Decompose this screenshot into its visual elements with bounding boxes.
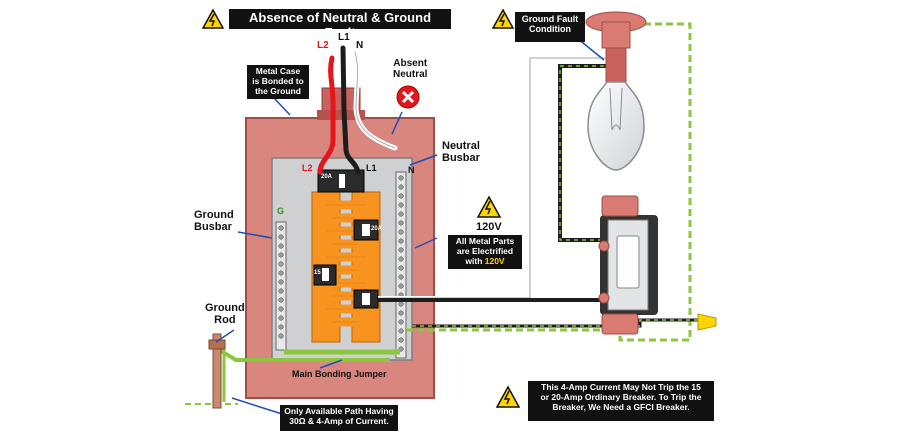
neutral-busbar-screws <box>398 175 404 352</box>
main-bonding-jumper-label: Main Bonding Jumper <box>292 369 387 379</box>
busbar-screw <box>398 175 404 181</box>
neutral-busbar-label: Neutral Busbar <box>442 140 480 165</box>
label-l2-panel: L2 <box>302 163 313 173</box>
busbar-screw <box>278 270 284 276</box>
diagram-title: Absence of Neutral & Ground Fault <box>229 9 451 40</box>
branch-breaker-left <box>313 264 337 286</box>
busbar-screw <box>398 337 404 343</box>
busbar-screw <box>278 225 284 231</box>
breaker-right-rating: 20A <box>371 226 383 232</box>
label-n-panel: N <box>408 165 415 175</box>
path-note: Only Available Path Having 30Ω & 4-Amp o… <box>280 405 398 431</box>
main-breaker <box>317 169 365 193</box>
label-l1-top: L1 <box>338 32 350 43</box>
busbar-screw <box>278 306 284 312</box>
busbar-screw <box>398 220 404 226</box>
wire-ground-panel <box>412 318 698 328</box>
absent-x-icon <box>396 85 420 109</box>
busbar-screw <box>398 283 404 289</box>
neutral-busbar <box>395 171 407 359</box>
ground-fault-label: Ground Fault Condition <box>515 12 585 42</box>
busbar-screw <box>278 288 284 294</box>
busbar-screw <box>278 252 284 258</box>
busbar-screw <box>398 328 404 334</box>
busbar-screw <box>278 333 284 339</box>
busbar-screw <box>398 310 404 316</box>
absent-neutral-label: Absent Neutral <box>393 58 428 80</box>
wire-l2 <box>317 55 336 175</box>
label-l1-panel: L1 <box>366 163 377 173</box>
busbar-screw <box>398 229 404 235</box>
busbar-screw <box>278 243 284 249</box>
busbar-screw <box>398 274 404 280</box>
branch-breaker-right <box>353 219 379 241</box>
voltage-label: 120V <box>476 221 502 233</box>
busbar-screw <box>278 279 284 285</box>
ground-busbar-label: Ground Busbar <box>194 209 234 234</box>
busbar-screw <box>278 234 284 240</box>
ground-busbar <box>275 221 287 351</box>
busbar-screw <box>398 211 404 217</box>
warning-icon <box>201 8 225 29</box>
busbar-screw <box>278 324 284 330</box>
label-l2-top: L2 <box>317 40 329 51</box>
breaker-main-rating: 20A <box>321 174 333 180</box>
busbar-screw <box>398 265 404 271</box>
busbar-screw <box>398 319 404 325</box>
warning-icon <box>476 195 502 218</box>
busbar-screw <box>398 184 404 190</box>
busbar-screw <box>398 256 404 262</box>
ground-rod-icon <box>208 333 226 409</box>
ground-rod-label: Ground Rod <box>205 302 245 327</box>
wire-ground-to-fixture <box>406 22 692 342</box>
busbar-screw <box>398 247 404 253</box>
label-g-panel: G <box>277 206 285 216</box>
busbar-screw <box>278 315 284 321</box>
metal-case-label: Metal Case is Bonded to the Ground <box>247 65 309 99</box>
label-n-top: N <box>356 40 364 51</box>
ground-busbar-screws <box>278 225 284 339</box>
wire-l1 <box>340 45 361 175</box>
busbar-screw <box>398 238 404 244</box>
wire-nut-icon <box>697 313 717 331</box>
light-bulb-icon <box>585 11 647 171</box>
busbar-screw <box>398 202 404 208</box>
busbar-screw <box>278 297 284 303</box>
busbar-screw <box>398 193 404 199</box>
breaker-left-rating: 15 <box>314 270 321 276</box>
gfci-note: This 4-Amp Current May Not Trip the 15 o… <box>528 381 714 421</box>
warning-icon <box>495 385 521 408</box>
busbar-screw <box>278 261 284 267</box>
switch-icon <box>598 195 658 335</box>
branch-breaker-switch-circuit <box>353 289 379 309</box>
metal-parts-label: All Metal Parts are Electrified with 120… <box>448 235 522 269</box>
warning-icon <box>491 8 515 29</box>
busbar-screw <box>398 301 404 307</box>
